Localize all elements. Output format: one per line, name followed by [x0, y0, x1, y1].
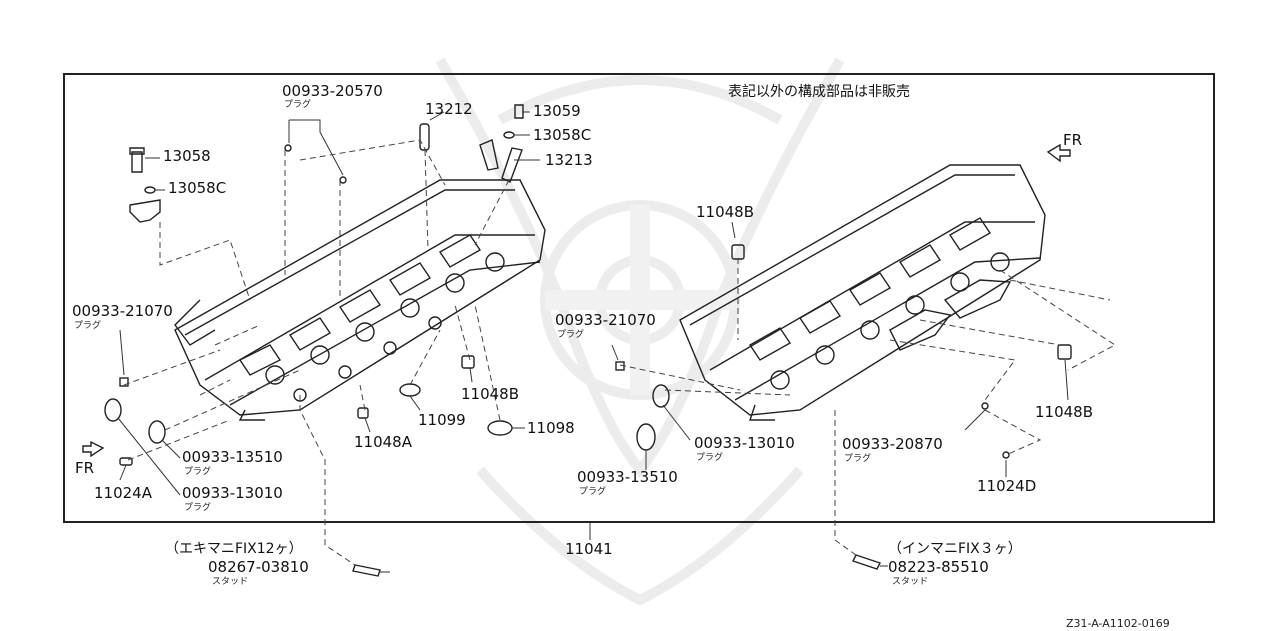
part-stud-left — [352, 564, 381, 577]
part-11099-seal — [399, 383, 421, 397]
fr-arrow-right-icon — [1046, 143, 1071, 163]
exhaust-note: （エキマニFIX12ヶ） — [165, 541, 303, 557]
fr-label-right: FR — [1063, 131, 1083, 149]
part-bracket — [129, 199, 161, 223]
part-11098-gasket — [487, 420, 513, 436]
label-13058c-top[interactable]: 13058C — [533, 126, 592, 144]
sub-stud: スタッド — [212, 577, 249, 587]
part-11048b-mid — [461, 355, 475, 369]
fr-arrow-left-icon — [82, 440, 105, 458]
label-13212[interactable]: 13212 — [425, 100, 473, 118]
sub-plug: プラグ — [844, 454, 872, 464]
part-13058-bolt — [129, 147, 145, 173]
part-13058c-washer-top — [503, 131, 515, 139]
label-13059[interactable]: 13059 — [533, 102, 581, 120]
part-stud-right — [852, 554, 881, 570]
label-13213[interactable]: 13213 — [545, 151, 593, 169]
fr-label-left: FR — [75, 459, 95, 477]
label-11024d[interactable]: 11024D — [977, 477, 1037, 495]
label-00933-13510-left[interactable]: 00933-13510 — [182, 448, 283, 466]
drawing-code: Z31-A-A1102-0169 — [1066, 617, 1170, 630]
sub-plug: プラグ — [284, 100, 312, 110]
part-13059-bolt — [514, 104, 524, 119]
label-13058[interactable]: 13058 — [163, 147, 211, 165]
part-elbow — [479, 139, 499, 171]
part-cap-mid-a — [652, 384, 670, 408]
cylinder-head-left — [174, 179, 546, 421]
label-00933-13510-mid[interactable]: 00933-13510 — [577, 468, 678, 486]
label-00933-21070-mid[interactable]: 00933-21070 — [555, 311, 656, 329]
assembly-frame — [63, 73, 1215, 523]
part-11048a — [357, 407, 369, 419]
part-11048b-right — [1057, 344, 1072, 360]
sub-plug: プラグ — [184, 467, 212, 477]
sales-note: 表記以外の構成部品は非販売 — [728, 84, 910, 100]
part-cap-mid-b — [636, 423, 656, 451]
label-08267-03810[interactable]: 08267-03810 — [208, 558, 309, 576]
part-plug-b — [339, 176, 347, 184]
label-11099[interactable]: 11099 — [418, 411, 466, 429]
label-00933-21070-left[interactable]: 00933-21070 — [72, 302, 173, 320]
label-00933-13010-left[interactable]: 00933-13010 — [182, 484, 283, 502]
part-cap-left-a — [104, 398, 122, 422]
label-08223-85510[interactable]: 08223-85510 — [888, 558, 989, 576]
part-plug-right — [981, 402, 989, 410]
label-00933-20870[interactable]: 00933-20870 — [842, 435, 943, 453]
label-11098[interactable]: 11098 — [527, 419, 575, 437]
part-11024d-pin — [1002, 451, 1010, 459]
sub-stud: スタッド — [892, 577, 929, 587]
part-cap-left-b — [148, 420, 166, 444]
sub-plug: プラグ — [557, 330, 585, 340]
part-11048b-top — [731, 244, 745, 260]
part-13212-tube — [419, 123, 430, 151]
label-11048b-top[interactable]: 11048B — [696, 203, 755, 221]
label-11024a[interactable]: 11024A — [94, 484, 152, 502]
part-13058c-washer — [144, 186, 156, 194]
part-13213-tube — [501, 147, 523, 183]
sub-plug: プラグ — [579, 487, 607, 497]
label-11041[interactable]: 11041 — [565, 540, 613, 558]
sub-plug: プラグ — [74, 321, 102, 331]
label-13058c-left[interactable]: 13058C — [168, 179, 227, 197]
label-00933-13010-mid[interactable]: 00933-13010 — [694, 434, 795, 452]
intake-note: （インマニFIX３ヶ） — [888, 541, 1022, 557]
part-plug-left — [119, 377, 129, 387]
part-plug-a — [284, 144, 292, 152]
label-11048b-right[interactable]: 11048B — [1035, 403, 1094, 421]
label-11048b-mid[interactable]: 11048B — [461, 385, 520, 403]
label-11048a[interactable]: 11048A — [354, 433, 412, 451]
sub-plug: プラグ — [696, 453, 724, 463]
sub-plug: プラグ — [184, 503, 212, 513]
label-00933-20570[interactable]: 00933-20570 — [282, 82, 383, 100]
cylinder-head-right — [679, 164, 1046, 421]
